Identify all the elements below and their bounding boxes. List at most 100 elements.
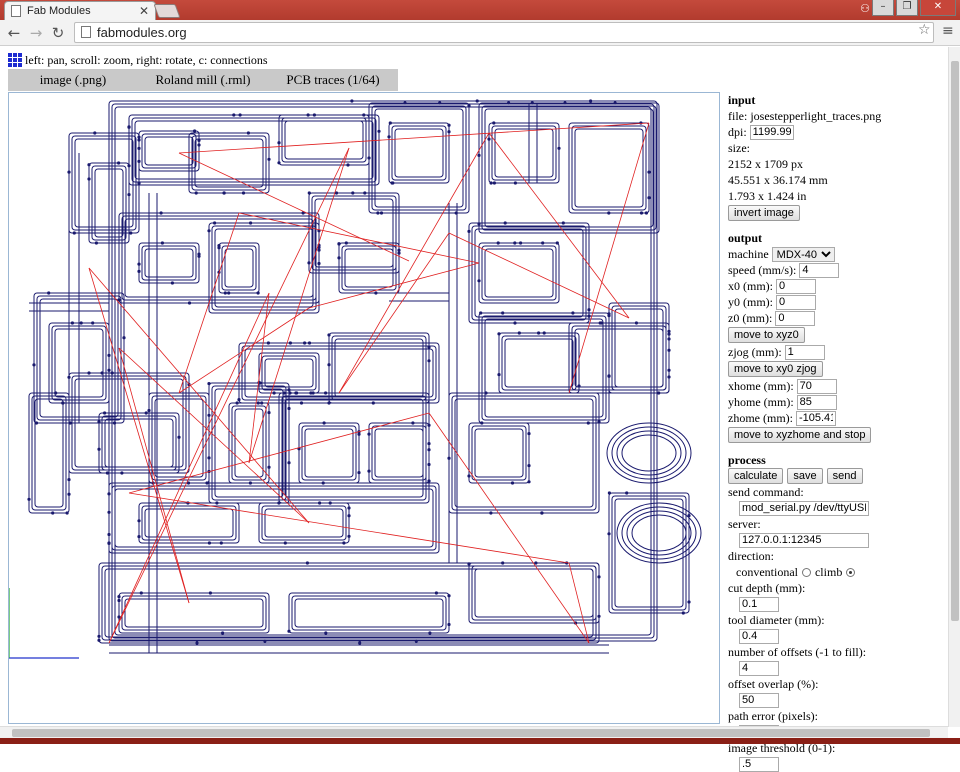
url-text: fabmodules.org	[97, 25, 187, 40]
toolpath-point	[105, 471, 109, 475]
toolpath-point	[467, 229, 471, 233]
y0-input[interactable]	[776, 294, 816, 310]
tool-diameter-input[interactable]	[739, 628, 779, 644]
server-input[interactable]	[739, 532, 869, 548]
address-bar[interactable]: fabmodules.org	[74, 22, 934, 43]
toolpath-point	[65, 511, 69, 515]
toolpath-point	[307, 341, 312, 345]
toolpath-point	[187, 301, 192, 305]
x0-input[interactable]	[776, 278, 816, 294]
path-error-label: path error (pixels):	[728, 708, 818, 723]
invert-image-button[interactable]: invert image	[728, 205, 800, 221]
threshold-input[interactable]	[739, 756, 779, 772]
toolpath-point	[647, 170, 651, 174]
fab-grid-icon[interactable]	[8, 53, 22, 67]
toolpath-trace	[91, 165, 127, 241]
toolpath-viewport[interactable]	[8, 92, 720, 724]
tab-close-icon[interactable]: ✕	[138, 4, 149, 18]
toolpath-point	[510, 481, 515, 485]
y0-label: y0 (mm):	[728, 294, 773, 309]
maximize-button[interactable]: ❐	[896, 0, 918, 16]
toolpath-trace	[454, 398, 594, 508]
horizontal-scrollbar[interactable]	[0, 726, 948, 738]
menu-icon[interactable]: ≡	[942, 23, 954, 39]
browser-tab[interactable]: Fab Modules ✕	[4, 1, 156, 20]
move-to-xyz0-button[interactable]: move to xyz0	[728, 327, 805, 343]
new-tab-button[interactable]	[153, 4, 181, 18]
machine-select[interactable]: MDX-40	[771, 246, 835, 262]
bookmark-star-icon[interactable]: ☆	[918, 22, 931, 38]
toolpath-point	[454, 211, 458, 215]
cut-depth-input[interactable]	[739, 596, 779, 612]
toolpath-trace	[264, 508, 344, 538]
toolpath-point	[644, 211, 649, 215]
connection-line	[568, 122, 650, 394]
forward-button[interactable]: →	[29, 24, 43, 42]
minimize-button[interactable]: –	[872, 0, 894, 16]
toolpath-trace	[281, 395, 427, 501]
offsets-input[interactable]	[739, 660, 779, 676]
toolpath-trace	[31, 395, 67, 511]
user-icon[interactable]: ⚇	[860, 2, 870, 15]
tab-pcb-traces[interactable]: PCB traces (1/64)	[286, 72, 380, 87]
z0-input[interactable]	[775, 310, 816, 326]
toolpath-canvas[interactable]	[9, 93, 720, 724]
toolpath-trace	[101, 415, 177, 471]
tab-image[interactable]: image (.png)	[39, 72, 107, 87]
toolpath-point	[613, 101, 617, 105]
xhome-input[interactable]	[796, 378, 837, 394]
dpi-input[interactable]	[749, 124, 794, 140]
toolpath-trace	[611, 495, 687, 611]
reload-button[interactable]: ↻	[51, 24, 65, 42]
send-button[interactable]: send	[826, 468, 863, 484]
toolpath-point	[215, 501, 219, 505]
toolpath-point	[427, 479, 431, 483]
tab-roland-mill[interactable]: Roland mill (.rml)	[155, 72, 251, 87]
toolpath-trace	[611, 305, 667, 391]
toolpath-point	[186, 481, 191, 485]
toolpath-point	[288, 341, 292, 345]
toolpath-point	[87, 177, 91, 181]
toolpath-point	[197, 138, 201, 142]
toolpath-trace	[141, 245, 197, 281]
send-command-input[interactable]	[739, 500, 869, 516]
yhome-input[interactable]	[796, 394, 837, 410]
toolpath-trace	[626, 510, 692, 556]
toolpath-trace	[131, 117, 377, 183]
toolpath-point	[492, 121, 496, 125]
hint-text: left: pan, scroll: zoom, right: rotate, …	[25, 52, 268, 67]
climb-radio[interactable]	[846, 567, 856, 577]
speed-input[interactable]	[799, 262, 840, 278]
toolpath-point	[497, 373, 501, 377]
connection-line	[118, 347, 310, 524]
toolpath-point	[377, 129, 381, 133]
back-button[interactable]: ←	[7, 24, 21, 42]
x0-label: x0 (mm):	[728, 278, 773, 293]
toolpath-point	[527, 480, 531, 484]
vertical-scrollbar[interactable]	[948, 47, 960, 727]
move-to-xy0-zjog-button[interactable]: move to xy0 zjog	[728, 361, 823, 377]
toolpath-point	[117, 598, 121, 603]
close-window-button[interactable]: ✕	[920, 0, 956, 16]
conventional-radio[interactable]	[801, 567, 811, 577]
calculate-button[interactable]: calculate	[728, 468, 784, 484]
toolpath-point	[324, 631, 328, 635]
toolpath-point	[414, 639, 418, 643]
overlap-input[interactable]	[739, 692, 779, 708]
toolpath-point	[160, 241, 164, 245]
horizontal-scroll-thumb[interactable]	[12, 729, 930, 737]
toolpath-trace	[211, 385, 287, 501]
vertical-scroll-thumb[interactable]	[951, 61, 959, 621]
move-to-xyzhome-button[interactable]: move to xyzhome and stop	[728, 427, 872, 443]
zjog-input[interactable]	[784, 344, 825, 360]
toolpath-trace	[621, 434, 677, 472]
toolpath-point	[517, 331, 521, 335]
save-button[interactable]: save	[787, 468, 823, 484]
toolpath-point	[496, 241, 500, 245]
toolpath-point	[513, 321, 517, 325]
toolpath-point	[541, 241, 545, 245]
toolpath-trace	[371, 425, 427, 481]
toolpath-point	[282, 391, 286, 395]
zhome-input[interactable]	[795, 410, 836, 426]
toolpath-point	[597, 575, 601, 579]
